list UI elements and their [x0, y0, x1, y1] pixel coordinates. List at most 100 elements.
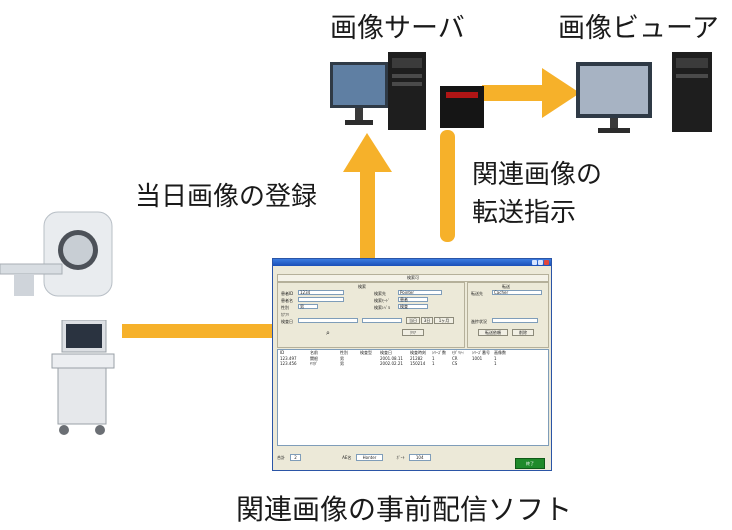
search-target-label: 検索先 [374, 291, 386, 296]
study-list-header: ID 名前 性別 検査型 検査日 検査時刻 ｼﾘｰｽﾞ数 ﾓﾀﾞﾘﾃｨ ｼﾘｰｽ… [278, 350, 548, 356]
transfer-dest-select[interactable]: Cacher [492, 290, 542, 295]
maximize-icon[interactable] [538, 260, 543, 265]
col-series-number[interactable]: ｼﾘｰｽﾞ番号 [472, 350, 490, 355]
study-list[interactable]: ID 名前 性別 検査型 検査日 検査時刻 ｼﾘｰｽﾞ数 ﾓﾀﾞﾘﾃｨ ｼﾘｰｽ… [277, 349, 549, 446]
ultrasound-machine-icon [51, 320, 115, 435]
exam-date-to-input[interactable] [362, 318, 402, 323]
col-type[interactable]: 検査型 [360, 350, 372, 355]
transfer-panel: 転送 転送先 Cacher 進捗状況 転送依頼 削除 [467, 282, 549, 348]
ae-label: AE名 [342, 455, 352, 460]
cell-id: 123.456 [280, 361, 297, 366]
cell-id: 123.497 [280, 356, 297, 361]
search-level-label: 検索ﾚﾍﾞﾙ [374, 305, 390, 310]
col-modality[interactable]: ﾓﾀﾞﾘﾃｨ [452, 350, 464, 355]
port-label: ﾎﾟｰﾄ [396, 455, 405, 460]
one-month-button[interactable]: 1ヶ月 [434, 317, 454, 324]
image-server-illustration [330, 52, 484, 130]
cell-name: ﾔﾏﾀﾞ [310, 361, 318, 366]
image-viewer-illustration [576, 52, 712, 133]
cell-name: 関根 [310, 356, 318, 361]
col-time[interactable]: 検査時刻 [410, 350, 426, 355]
ct-scanner-illustration [0, 211, 113, 297]
col-id[interactable]: ID [280, 350, 285, 355]
server-tower-icon [388, 52, 426, 130]
cell-series-number: 1001 [472, 356, 483, 361]
cell-series-count: 1 [432, 356, 435, 361]
count-label: 合計 [277, 455, 285, 460]
connector-transfer-instruction [440, 130, 455, 242]
search-mode-select[interactable]: 患者 [398, 297, 428, 302]
ct-scanner-icon [0, 211, 113, 297]
connector-server-to-viewer-arrowhead [542, 68, 580, 118]
window-titlebar [273, 259, 551, 266]
sex-label: 性別 [281, 305, 289, 310]
label-bottom-caption: 関連画像の事前配信ソフト [236, 493, 573, 526]
search-target-select[interactable]: Pointer [398, 290, 442, 295]
transfer-request-button[interactable]: 転送依頼 [478, 329, 508, 336]
patient-id-input[interactable]: 1234 [298, 290, 344, 295]
minimize-icon[interactable] [532, 260, 537, 265]
search-mode-label: 検索ﾓｰﾄﾞ [374, 298, 390, 303]
kana-label: ｶﾅﾌﾘ [281, 312, 289, 317]
cell-image-count: 1 [494, 356, 497, 361]
server-monitor-icon [330, 62, 388, 125]
col-date[interactable]: 検査日 [380, 350, 392, 355]
col-series-count[interactable]: ｼﾘｰｽﾞ数 [432, 350, 446, 355]
viewer-tower-icon [672, 52, 712, 132]
cell-date: 2002.02.21 [380, 361, 403, 366]
exit-button[interactable]: 終了 [515, 458, 545, 469]
cell-modality: CS [452, 361, 458, 366]
patient-id-label: 患者ID [281, 291, 294, 296]
connector-register-shaft [360, 170, 375, 260]
cell-modality: CR [452, 356, 458, 361]
patient-name-label: 患者名 [281, 298, 293, 303]
cell-sex: 男 [340, 356, 344, 361]
close-icon[interactable] [544, 260, 549, 265]
count-value: 2 [290, 454, 301, 461]
ups-icon [440, 86, 484, 128]
today-button[interactable]: 当日 [406, 317, 420, 324]
cell-series-count: 1 [432, 361, 435, 366]
label-image-server: 画像サーバ [330, 13, 465, 44]
viewer-monitor-icon [576, 62, 652, 133]
progress-bar [492, 318, 538, 323]
search-panel: 検索 患者ID 1234 患者名 性別 男 ｶﾅﾌﾘ 検査日 当日 3日 1ヶ月… [277, 282, 465, 348]
prefetch-software-window: 検索可 検索 患者ID 1234 患者名 性別 男 ｶﾅﾌﾘ 検査日 当日 3日… [272, 258, 552, 471]
cell-image-count: 1 [494, 361, 497, 366]
port-value: 104 [408, 454, 431, 461]
label-transfer-line1: 関連画像の [472, 160, 603, 190]
ultrasound-illustration [51, 320, 115, 435]
label-transfer-line2: 転送指示 [472, 198, 577, 228]
window-menubar [273, 266, 551, 272]
top-tab[interactable]: 検索可 [277, 274, 549, 282]
table-row[interactable]: 123.456 ﾔﾏﾀﾞ 男 2002.02.21 150214 1 CS 1 [278, 361, 548, 366]
patient-name-input[interactable] [298, 297, 344, 302]
label-register-today: 当日画像の登録 [135, 182, 318, 212]
col-image-count[interactable]: 画像数 [494, 350, 506, 355]
clear-button[interactable]: ｸﾘｱ [402, 329, 424, 336]
col-sex[interactable]: 性別 [340, 350, 348, 355]
table-row[interactable]: 123.497 関根 男 2001.08.11 21282 1 CR 1001 … [278, 356, 548, 361]
label-image-viewer: 画像ビューア [558, 13, 719, 44]
cell-series-number [472, 361, 494, 366]
cell-sex: 男 [340, 361, 344, 366]
cell-date: 2001.08.11 [380, 356, 403, 361]
transfer-section-title: 転送 [502, 284, 510, 289]
connector-modality-to-software [122, 324, 274, 338]
search-level-select[interactable]: 検査 [398, 304, 428, 309]
sex-select[interactable]: 男 [298, 304, 318, 309]
cell-type [360, 361, 380, 366]
cell-time: 21282 [410, 356, 423, 361]
ae-value: Honter [355, 454, 384, 461]
status-bar: 合計 2 AE名 Honter ﾎﾟｰﾄ 104 [277, 454, 431, 461]
search-section-title: 検索 [358, 284, 366, 289]
delete-button[interactable]: 削除 [512, 329, 534, 336]
connector-server-to-viewer-shaft [482, 85, 546, 101]
search-icon[interactable]: ⌕ [326, 329, 330, 337]
col-name[interactable]: 名前 [310, 350, 318, 355]
status-label: 進捗状況 [471, 319, 487, 324]
exam-date-from-input[interactable] [298, 318, 358, 323]
exam-date-label: 検査日 [281, 319, 293, 324]
three-days-button[interactable]: 3日 [421, 317, 433, 324]
